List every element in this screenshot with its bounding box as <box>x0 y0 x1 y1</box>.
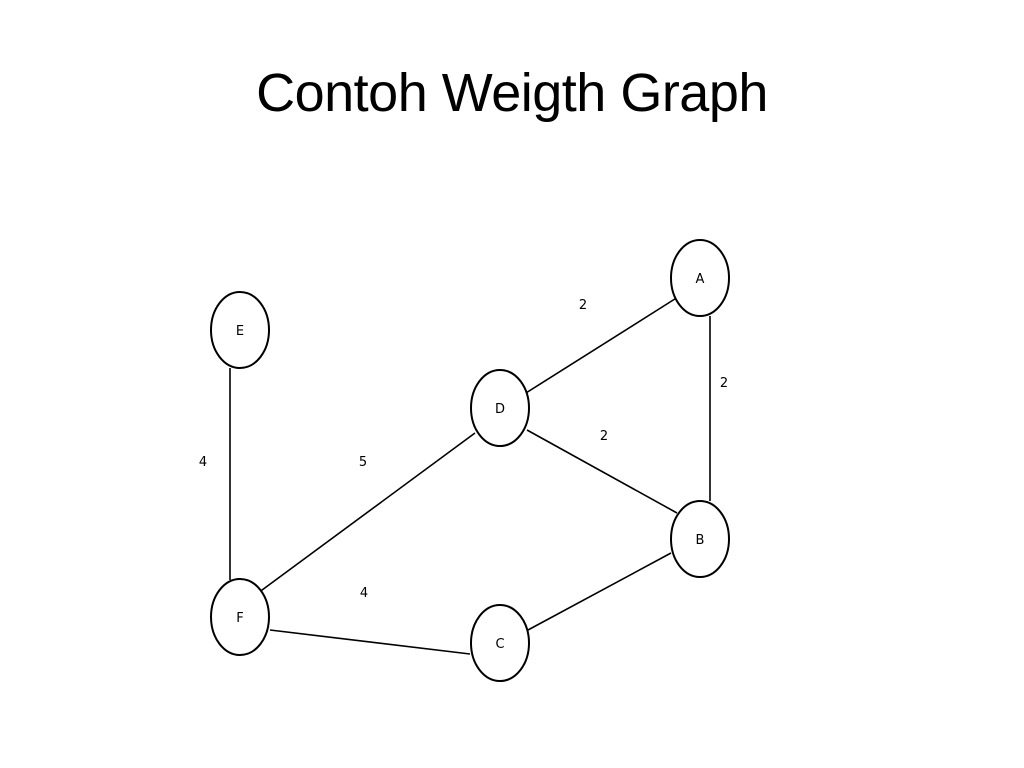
weight-label-e-f: 4 <box>199 455 207 470</box>
node-f: F <box>210 578 270 656</box>
node-circle-f <box>210 578 270 656</box>
node-circle-d <box>470 369 530 447</box>
node-d: D <box>470 369 530 447</box>
weight-label-f-c: 4 <box>360 586 368 601</box>
node-a: A <box>670 239 730 317</box>
slide-title: Contoh Weigth Graph <box>256 63 768 123</box>
edges-layer <box>229 296 711 655</box>
node-circle-e <box>210 291 270 369</box>
node-e: E <box>210 291 270 369</box>
node-c: C <box>470 604 530 682</box>
weights-layer: 2 2 2 4 5 4 <box>199 298 728 601</box>
node-label-c: C <box>495 637 504 652</box>
weight-label-d-b: 2 <box>600 429 608 444</box>
edge-d-b <box>526 429 678 514</box>
node-label-f: F <box>236 611 243 626</box>
node-b: B <box>670 500 730 578</box>
node-label-b: B <box>696 533 705 548</box>
weight-label-d-a: 2 <box>579 298 587 313</box>
node-label-e: E <box>236 324 244 339</box>
node-label-d: D <box>495 402 505 417</box>
node-label-a: A <box>696 272 705 287</box>
edge-d-a <box>517 296 679 399</box>
edge-c-b <box>527 552 672 631</box>
edge-f-c <box>269 629 471 655</box>
weight-label-a-b: 2 <box>720 376 728 391</box>
node-circle-c <box>470 604 530 682</box>
node-circle-b <box>670 500 730 578</box>
weight-label-f-d: 5 <box>359 455 367 470</box>
nodes-layer: A B C D E F <box>210 239 730 682</box>
node-circle-a <box>670 239 730 317</box>
edge-f-d <box>257 432 476 594</box>
